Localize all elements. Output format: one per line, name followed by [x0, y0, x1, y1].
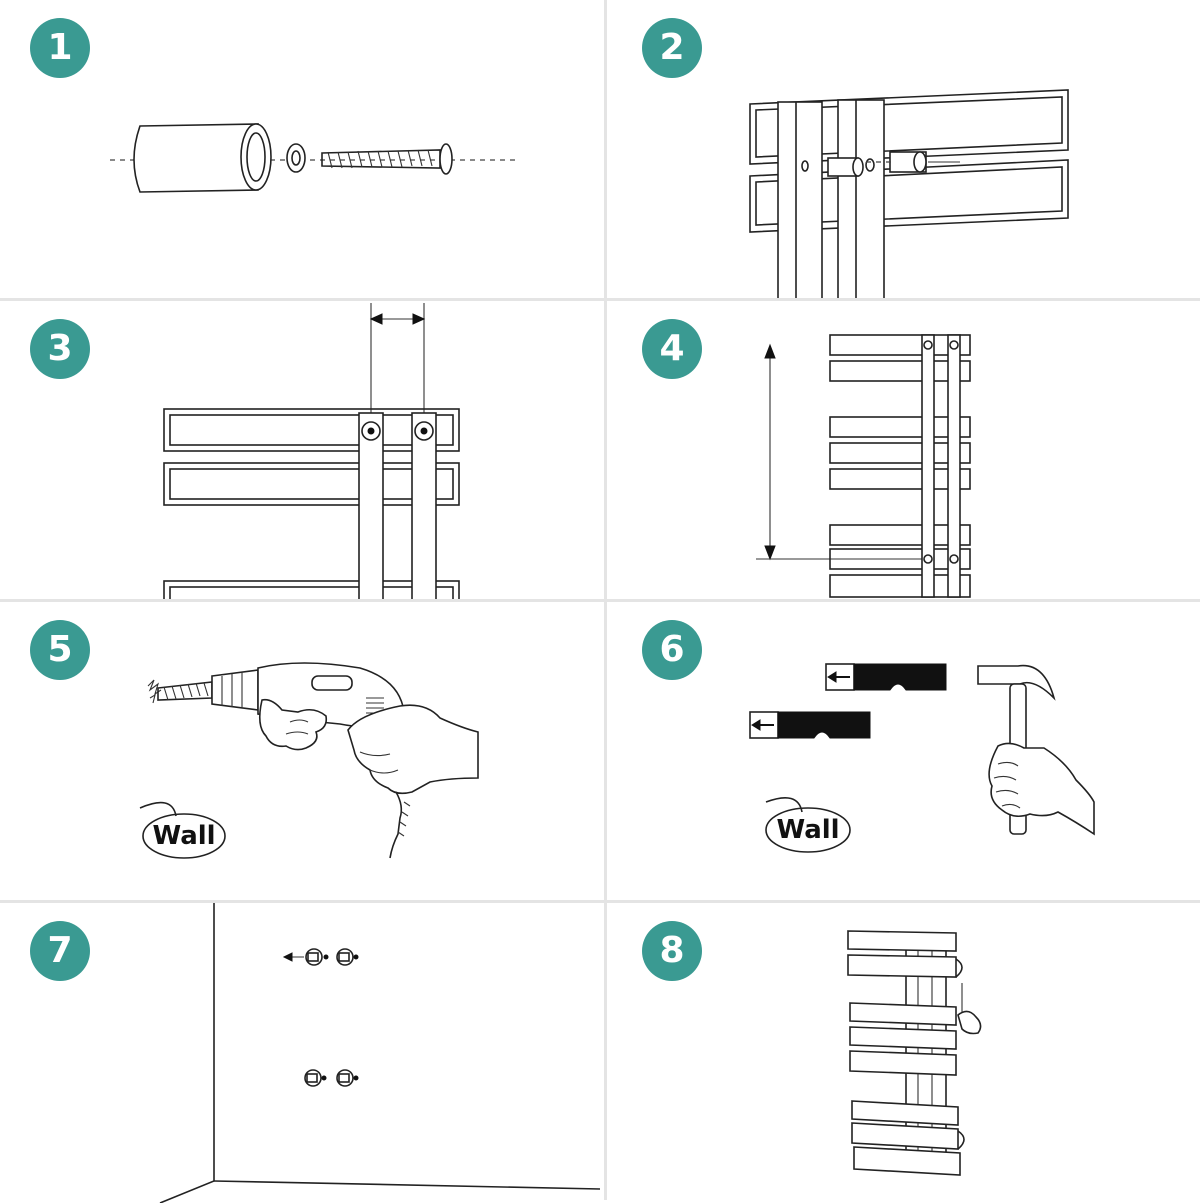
- step-1-panel: 1: [0, 0, 600, 300]
- step-2-panel: 2: [606, 0, 1200, 300]
- step-7-badge: 7: [30, 921, 90, 981]
- height-measure-icon: [756, 334, 971, 598]
- step-4-panel: 4: [606, 301, 1200, 601]
- step-6-panel: 6 Wall: [606, 602, 1200, 902]
- step-8-badge: 8: [642, 921, 702, 981]
- hammer-icon: [977, 664, 1095, 836]
- bracket-spacing-icon: [163, 303, 460, 601]
- panel-divider-horizontal: [0, 599, 1200, 602]
- wall-label: Wall: [776, 815, 840, 845]
- panel-divider-horizontal: [0, 900, 1200, 903]
- wall-anchor-screw-icon: [110, 123, 515, 193]
- step-4-badge: 4: [642, 319, 702, 379]
- step-2-badge: 2: [642, 18, 702, 78]
- panel-divider-horizontal: [0, 298, 1200, 301]
- wall-plug-icon: [749, 663, 947, 739]
- step-5-panel: 5 Wall: [0, 602, 600, 902]
- bracket-mount-icon: [749, 89, 1069, 300]
- wall-label: Wall: [152, 821, 216, 851]
- step-5-badge: 5: [30, 620, 90, 680]
- step-6-badge: 6: [642, 620, 702, 680]
- hang-radiator-icon: [847, 930, 982, 1176]
- step-3-badge: 3: [30, 319, 90, 379]
- wall-fixings-icon: [159, 903, 600, 1203]
- step-1-badge: 1: [30, 18, 90, 78]
- drill-icon: [147, 662, 479, 859]
- step-8-panel: 8: [606, 903, 1200, 1203]
- step-7-panel: 7: [0, 903, 600, 1203]
- step-3-panel: 3: [0, 301, 600, 601]
